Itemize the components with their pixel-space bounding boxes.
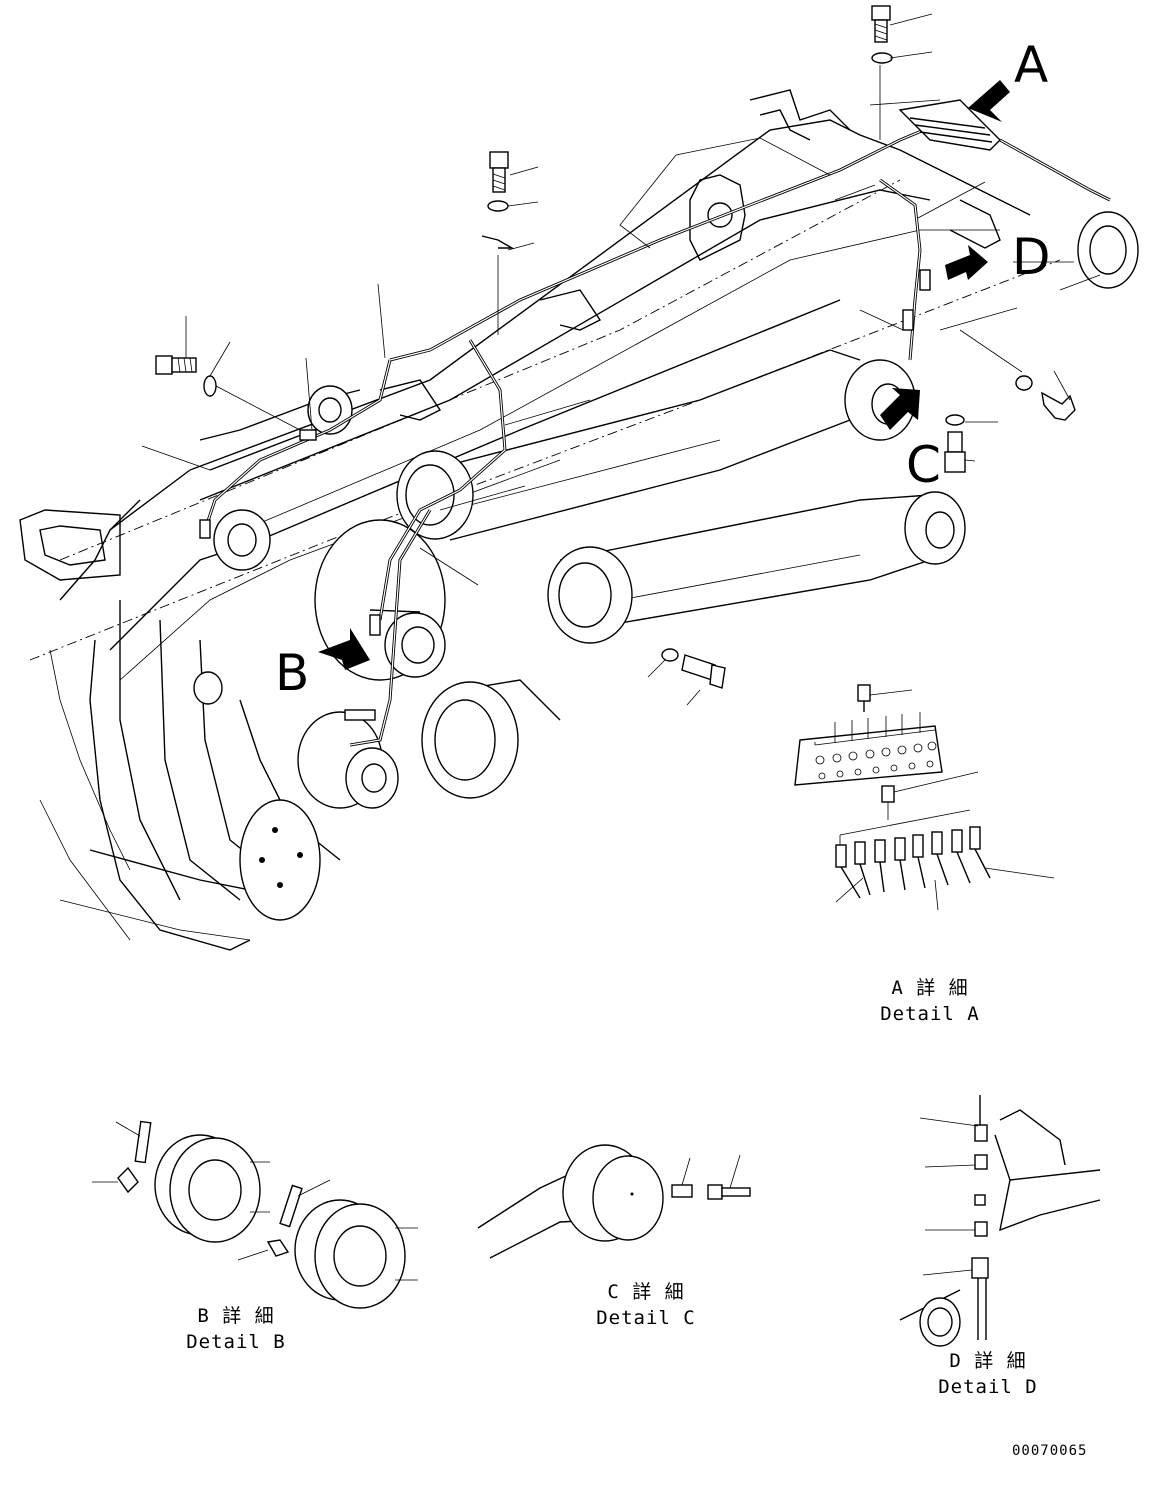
detail-d-caption: D 詳 細 Detail D (928, 1348, 1048, 1400)
detail-b-caption: B 詳 細 Detail B (176, 1303, 296, 1355)
callout-a-label: A (1014, 36, 1049, 94)
boom-cylinders (193, 211, 1139, 921)
detail-c-jp: C 詳 細 (607, 1281, 685, 1303)
leader-lines (141, 13, 1101, 706)
arrow-c-icon (880, 388, 920, 430)
part-number: 00070065 (1012, 1443, 1088, 1459)
detail-b-en: Detail B (186, 1331, 286, 1353)
detail-d-drawing (899, 1095, 1101, 1347)
detail-c-caption: C 詳 細 Detail C (586, 1279, 706, 1331)
callout-d-label: D (1012, 228, 1051, 286)
arrow-a-icon (968, 80, 1010, 122)
detail-c-en: Detail C (596, 1307, 696, 1329)
detail-a-caption: A 詳 細 Detail A (870, 975, 990, 1027)
grease-lines (203, 99, 1111, 747)
view-arrows (318, 80, 1010, 670)
callout-c-label: C (906, 436, 941, 494)
detail-a-jp: A 詳 細 (891, 977, 969, 999)
fasteners (155, 5, 1076, 721)
arrow-b-icon (318, 628, 370, 670)
arrow-d-icon (945, 245, 988, 280)
detail-b-jp: B 詳 細 (197, 1305, 275, 1327)
detail-b-drawing (92, 1120, 418, 1309)
detail-a-drawing (794, 684, 1055, 911)
callout-b-label: B (275, 644, 310, 702)
detail-c-drawing (477, 1144, 751, 1259)
boom-structure (19, 89, 1061, 951)
detail-d-en: Detail D (938, 1376, 1038, 1398)
detail-a-en: Detail A (880, 1003, 980, 1025)
detail-d-jp: D 詳 細 (949, 1350, 1027, 1372)
